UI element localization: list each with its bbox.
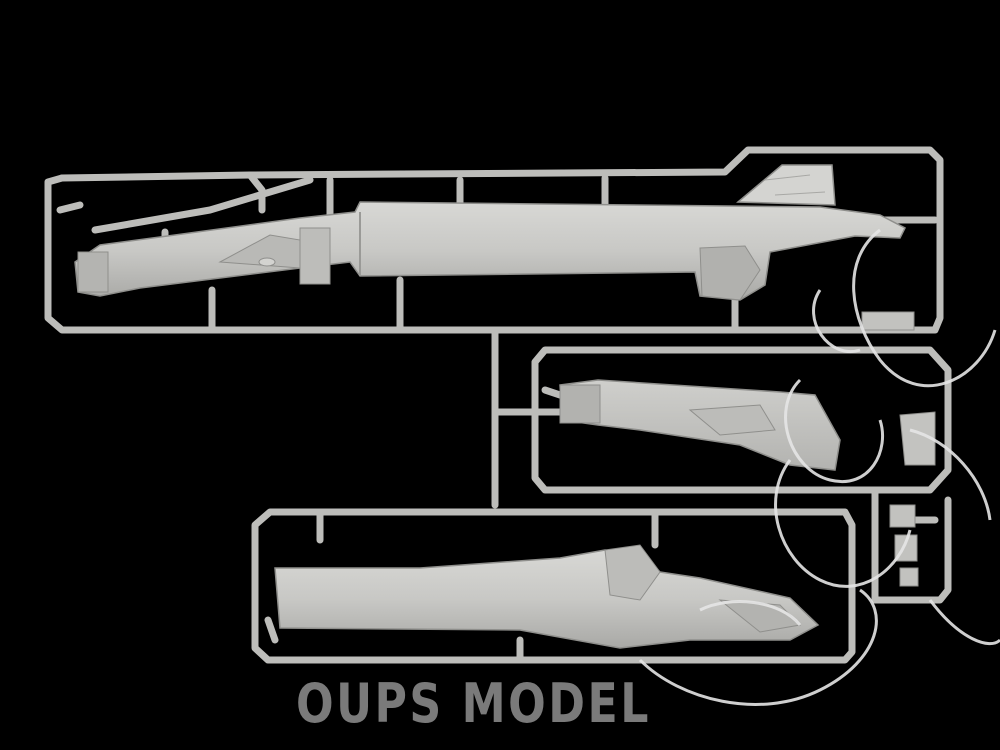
fuselage-half-lower xyxy=(274,544,820,649)
vertical-tail-fin xyxy=(736,164,836,206)
monster-watermark-art xyxy=(638,228,1000,706)
watermark-text: OUPS MODEL xyxy=(296,672,651,735)
fuselage-half-nose xyxy=(559,379,936,471)
fuselage-half-upper-left xyxy=(74,201,907,301)
